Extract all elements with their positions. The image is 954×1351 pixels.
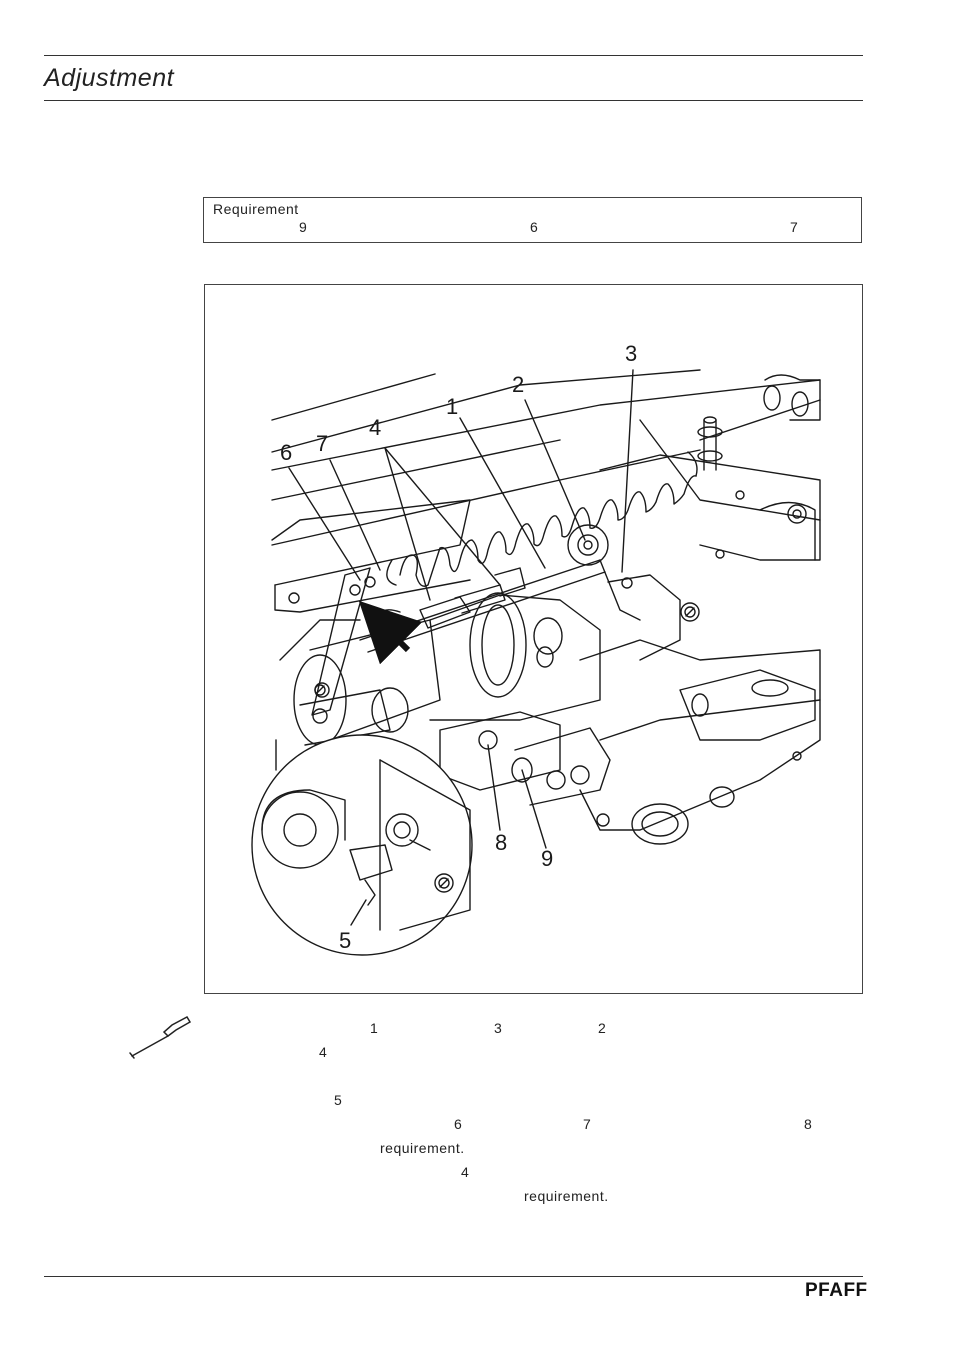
instruction-ref-6: 6 <box>454 1116 463 1132</box>
callout-2: 2 <box>512 372 525 397</box>
instruction-ref-2: 2 <box>598 1020 607 1036</box>
figure-frame <box>204 284 863 994</box>
header-bottom-rule <box>44 100 863 101</box>
callout-4: 4 <box>369 415 382 440</box>
callout-8: 8 <box>495 830 508 855</box>
callout-6: 6 <box>280 440 293 465</box>
instruction-requirement-2: requirement. <box>524 1188 609 1204</box>
requirement-box <box>203 197 862 243</box>
header-top-rule <box>44 55 863 56</box>
instruction-ref-1: 1 <box>370 1020 379 1036</box>
instruction-ref-4a: 4 <box>319 1044 328 1060</box>
instruction-requirement-1: requirement. <box>380 1140 465 1156</box>
callout-3: 3 <box>625 341 638 366</box>
page-title: Adjustment <box>44 64 175 92</box>
requirement-ref-7: 7 <box>790 219 799 235</box>
callout-5: 5 <box>339 928 352 953</box>
callout-9: 9 <box>541 846 554 871</box>
requirement-label: Requirement <box>213 201 299 217</box>
instruction-ref-8: 8 <box>804 1116 813 1132</box>
requirement-ref-6: 6 <box>530 219 539 235</box>
instruction-ref-5: 5 <box>334 1092 343 1108</box>
requirement-ref-9: 9 <box>299 219 308 235</box>
footer-rule <box>44 1276 863 1277</box>
instruction-ref-3: 3 <box>494 1020 503 1036</box>
instruction-ref-7: 7 <box>583 1116 592 1132</box>
screwdriver-icon <box>129 1016 192 1059</box>
instruction-ref-4b: 4 <box>461 1164 470 1180</box>
callout-7: 7 <box>316 431 329 456</box>
brand-logo: PFAFF <box>805 1280 868 1301</box>
callout-1: 1 <box>446 394 459 419</box>
